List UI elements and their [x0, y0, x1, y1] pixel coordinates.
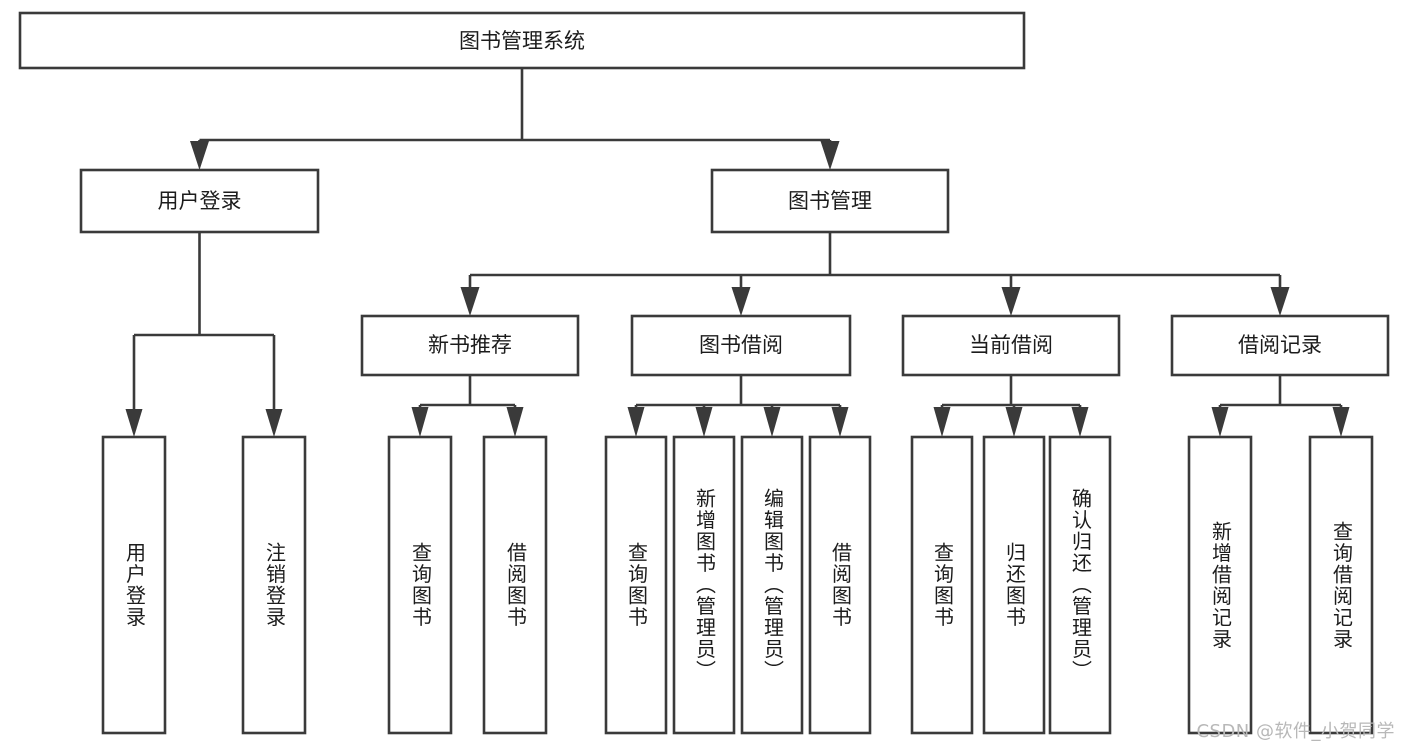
node-label-book-management: 图书管理 [788, 189, 872, 213]
node-label-book-borrow: 图书借阅 [699, 333, 783, 357]
node-label-current-borrow: 当前借阅 [969, 333, 1053, 357]
arrow-head-bb-leaf-1 [627, 407, 645, 437]
connector-group-book-mgmt-to-level3 [460, 232, 1290, 316]
node-box-leaf-edit-book-admin[interactable] [740, 435, 804, 735]
node-box-borrow-record[interactable] [1170, 314, 1390, 377]
arrow-head-leaf-logout [265, 409, 283, 437]
node-label-new-book-recommend: 新书推荐 [428, 333, 512, 357]
node-box-leaf-query-book-cb[interactable] [910, 435, 974, 735]
csdn-watermark: CSDN @软件_小贺同学 [1196, 721, 1395, 742]
arrow-head-br-leaf-2 [1332, 407, 1350, 437]
node-label-borrow-record: 借阅记录 [1238, 333, 1322, 357]
arrow-head-bb-leaf-2 [695, 407, 713, 437]
node-box-leaf-query-book-bb[interactable] [604, 435, 668, 735]
node-label-root-system: 图书管理系统 [459, 29, 585, 53]
node-box-book-management[interactable] [710, 168, 950, 234]
arrow-head-cb-leaf-3 [1071, 407, 1089, 437]
arrow-head-cb-leaf-1 [933, 407, 951, 437]
node-new-book-recommend[interactable]: 新书推荐 [360, 314, 580, 377]
arrow-head-new-book-rec [460, 287, 480, 316]
node-box-user-login[interactable] [79, 168, 320, 234]
arrow-head-cb-leaf-2 [1005, 407, 1023, 437]
node-user-login[interactable]: 用户登录 [79, 168, 320, 234]
node-box-leaf-borrow-book-bb[interactable] [808, 435, 872, 735]
node-box-root-system[interactable] [18, 11, 1026, 70]
node-box-leaf-add-borrow-record[interactable] [1187, 435, 1253, 735]
node-box-leaf-borrow-book-rec[interactable] [482, 435, 548, 735]
arrow-head-book-mgmt [820, 141, 840, 170]
node-root-system[interactable]: 图书管理系统 [18, 11, 1026, 70]
node-book-borrow[interactable]: 图书借阅 [630, 314, 852, 377]
arrow-head-user-login [190, 141, 209, 170]
node-box-leaf-query-book-rec[interactable] [387, 435, 453, 735]
arrow-head-leaf-user-login [125, 409, 143, 437]
arrow-head-bb-leaf-3 [763, 407, 781, 437]
node-label-user-login: 用户登录 [158, 189, 242, 213]
node-current-borrow[interactable]: 当前借阅 [901, 314, 1121, 377]
node-box-new-book-recommend[interactable] [360, 314, 580, 377]
connector-group-borrow-record-leaves [1211, 375, 1350, 437]
connector-group-book-borrow-leaves [627, 375, 849, 437]
node-borrow-record[interactable]: 借阅记录 [1170, 314, 1390, 377]
node-box-leaf-return-book[interactable] [982, 435, 1046, 735]
node-book-management[interactable]: 图书管理 [710, 168, 950, 234]
node-box-leaf-user-login[interactable] [101, 435, 167, 735]
node-box-leaf-confirm-return-admin[interactable] [1048, 435, 1112, 735]
node-box-leaf-add-book-admin[interactable] [672, 435, 736, 735]
arrow-head-book-borrow [731, 287, 751, 316]
arrow-head-nbr-leaf-1 [411, 407, 429, 437]
node-box-current-borrow[interactable] [901, 314, 1121, 377]
connector-group-current-borrow-leaves [933, 375, 1089, 437]
node-box-leaf-logout[interactable] [241, 435, 307, 735]
arrow-head-nbr-leaf-2 [506, 407, 524, 437]
node-box-leaf-query-borrow-record[interactable] [1308, 435, 1374, 735]
arrow-head-bb-leaf-4 [831, 407, 849, 437]
node-box-book-borrow[interactable] [630, 314, 852, 377]
connector-group-new-book-rec-leaves [411, 375, 524, 437]
arrow-head-current-borrow [1001, 287, 1021, 316]
arrow-head-borrow-record [1270, 287, 1290, 316]
connector-group-user-login-leaves [125, 232, 283, 437]
connector-group-root-to-level2 [190, 68, 840, 170]
arrow-head-br-leaf-1 [1211, 407, 1229, 437]
